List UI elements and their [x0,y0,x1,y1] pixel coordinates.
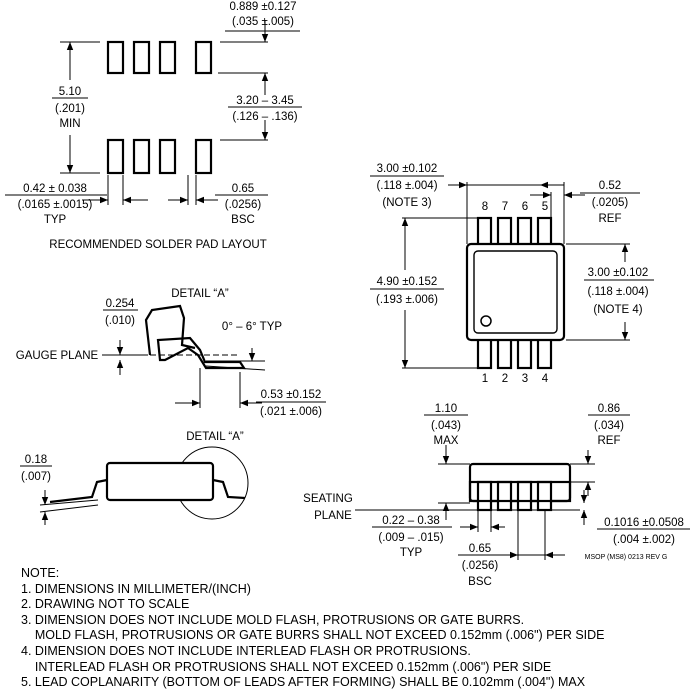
thickness-dim: 0.254 [106,298,135,310]
body-height-dim-inch: (.118 ±.004) [587,286,648,298]
solder-pad [106,40,125,75]
package-lead-side [496,480,513,512]
lead-thickness-dim-inch: (.007) [21,471,51,483]
pin-number: 4 [542,373,549,385]
plane-label: PLANE [314,510,352,522]
package-lead [516,216,533,248]
solder-pad [106,138,125,175]
thickness-dim-inch: (.010) [105,315,135,327]
lead-width-dim-inch: (.0165 ±.0015) [18,199,93,211]
lead-ref-dim: 0.52 [599,180,621,192]
detail-a-view: DETAIL “A” GAUGE PLANE 0.254 (.010) 0° –… [16,288,326,418]
outer-span-dim-inch: (.201) [55,103,85,115]
package-lead [536,216,553,248]
height-dim-inch: (.043) [431,420,461,432]
body-ref-dim-inch: (.034) [594,420,624,432]
solder-pad [194,40,213,75]
body-width-dim: 3.00 ±0.102 [377,163,438,175]
seating-label: SEATING [303,493,353,505]
lead-ref-ref: REF [599,213,622,225]
outer-span-dim: 5.10 [59,86,81,98]
pin-number: 8 [482,201,488,213]
body-width-note: (NOTE 3) [382,197,431,209]
lead-width-typ: TYP [44,214,67,226]
solder-pad-layout: 0.889 ±0.127 (.035 ±.005) 5.10 (.201) MI… [5,1,302,251]
standoff-dim-inch: (.004 ±.002) [613,534,675,546]
package-lead-side [476,480,493,512]
note-item: 1. DIMENSIONS IN MILLIMETER/(INCH) [21,581,251,596]
package-lead [496,336,513,370]
foot-length-dim: 0.53 ±0.152 [261,389,322,401]
side-pitch-dim: 0.65 [469,543,491,555]
total-length-dim: 4.90 ±0.152 [377,276,438,288]
pad-layout-caption: RECOMMENDED SOLDER PAD LAYOUT [49,239,266,251]
pin-number: 7 [502,201,508,213]
body-width-dim-inch: (.118 ±.004) [376,180,437,192]
note-item: 5. LEAD COPLANARITY (BOTTOM OF LEADS AFT… [21,675,586,690]
detail-a-label: DETAIL “A” [171,288,229,300]
pad-width-dim-inch: (.035 ±.005) [232,16,294,28]
note-item: 2. DRAWING NOT TO SCALE [21,597,190,612]
note-item: 4. DIMENSION DOES NOT INCLUDE INTERLEAD … [21,643,471,658]
gauge-plane-label: GAUGE PLANE [16,350,99,362]
top-view: 8 7 6 5 1 2 3 4 3.00 ±0.102 (.118 ±.004)… [370,163,654,385]
note-item: MOLD FLASH, PROTRUSIONS OR GATE BURRS SH… [21,628,605,643]
solder-pad [158,40,177,75]
side-pitch-dim-inch: (.0256) [462,560,499,572]
body-height-note: (NOTE 4) [593,304,642,316]
package-lead [516,336,533,370]
pin-number: 3 [522,373,528,385]
body-ref-ref: REF [598,435,621,447]
body-ref-dim: 0.86 [598,403,620,415]
pin1-marker [480,315,492,327]
solder-pad [132,40,151,75]
lead-ref-dim-inch: (.0205) [592,197,629,209]
solder-pad [194,138,213,175]
pad-pitch-bsc: BSC [231,214,255,226]
package-lead [536,336,553,370]
side-view-left: DETAIL “A” 0.18 (.007) [20,431,249,525]
lead-width-dim: 0.42 ± 0.038 [23,183,87,195]
height-dim: 1.10 [435,403,457,415]
package-lead [476,336,493,370]
package-lead-side [536,480,553,512]
lead-thickness-dim: 0.18 [25,454,47,466]
side-lead-width-typ: TYP [400,547,423,559]
body-height-dim: 3.00 ±0.102 [588,267,649,279]
standoff-dim: 0.1016 ±0.0508 [604,517,684,529]
side-pitch-bsc: BSC [468,576,492,588]
foot-length-dim-inch: (.021 ±.006) [260,406,322,418]
pin-number: 6 [522,201,528,213]
pad-width-dim: 0.889 ±0.127 [229,1,296,13]
note-item: INTERLEAD FLASH OR PROTRUSIONS SHALL NOT… [21,659,552,674]
notes-title: NOTE: [21,566,60,580]
side-lead-width-dim-inch: (.009 – .015) [378,532,443,544]
angle-dim: 0° – 6° TYP [222,321,282,333]
pin-number: 2 [502,373,508,385]
package-lead [496,216,513,248]
pad-pitch-dim-inch: (.0256) [225,199,262,211]
outer-span-min: MIN [59,118,80,130]
side-view-right: 1.10 (.043) MAX 0.86 (.034) REF SEATING … [303,403,690,588]
pad-pitch-dim: 0.65 [232,183,254,195]
drawing-id: MSOP (MS8) 0213 REV G [585,554,668,561]
total-length-dim-inch: (.193 ±.006) [376,294,438,306]
height-max: MAX [434,435,459,447]
package-body [465,242,566,342]
inner-span-dim: 3.20 – 3.45 [236,95,294,107]
pin-number: 1 [482,373,488,385]
pin-number: 5 [542,201,548,213]
solder-pad [132,138,151,175]
solder-pad [158,138,177,175]
package-lead-side [516,480,533,512]
side-lead-width-dim: 0.22 – 0.38 [382,515,440,527]
package-lead [476,216,493,248]
detail-a-ref-label: DETAIL “A” [186,431,244,443]
notes-block: NOTE: 1. DIMENSIONS IN MILLIMETER/(INCH)… [21,566,605,691]
note-item: 3. DIMENSION DOES NOT INCLUDE MOLD FLASH… [21,612,525,627]
inner-span-dim-inch: (.126 – .136) [232,111,297,123]
